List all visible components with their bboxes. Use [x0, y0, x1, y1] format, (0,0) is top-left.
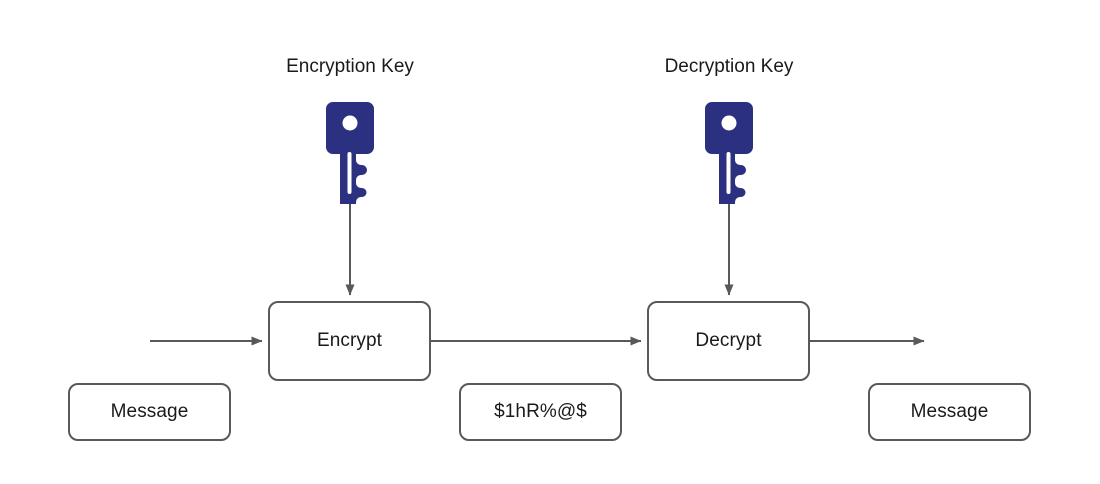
key-icon — [705, 102, 753, 215]
encryption-key-label: Encryption Key — [286, 56, 414, 77]
encrypt-box[interactable]: Encrypt — [268, 301, 431, 381]
decryption-key-label: Decryption Key — [664, 56, 794, 77]
decryption-key-icon — [704, 94, 754, 215]
key-shaft-highlight — [347, 152, 352, 194]
plaintext-output-box[interactable]: Message — [868, 383, 1031, 441]
ciphertext-box[interactable]: $1hR%@$ — [459, 383, 622, 441]
key-shaft-highlight — [726, 152, 731, 194]
plaintext-input-box[interactable]: Message — [68, 383, 231, 441]
key-icon — [326, 102, 374, 215]
key-hole — [721, 115, 737, 131]
decrypt-box[interactable]: Decrypt — [647, 301, 810, 381]
key-hole — [342, 115, 358, 131]
encryption-key-icon — [325, 94, 375, 215]
